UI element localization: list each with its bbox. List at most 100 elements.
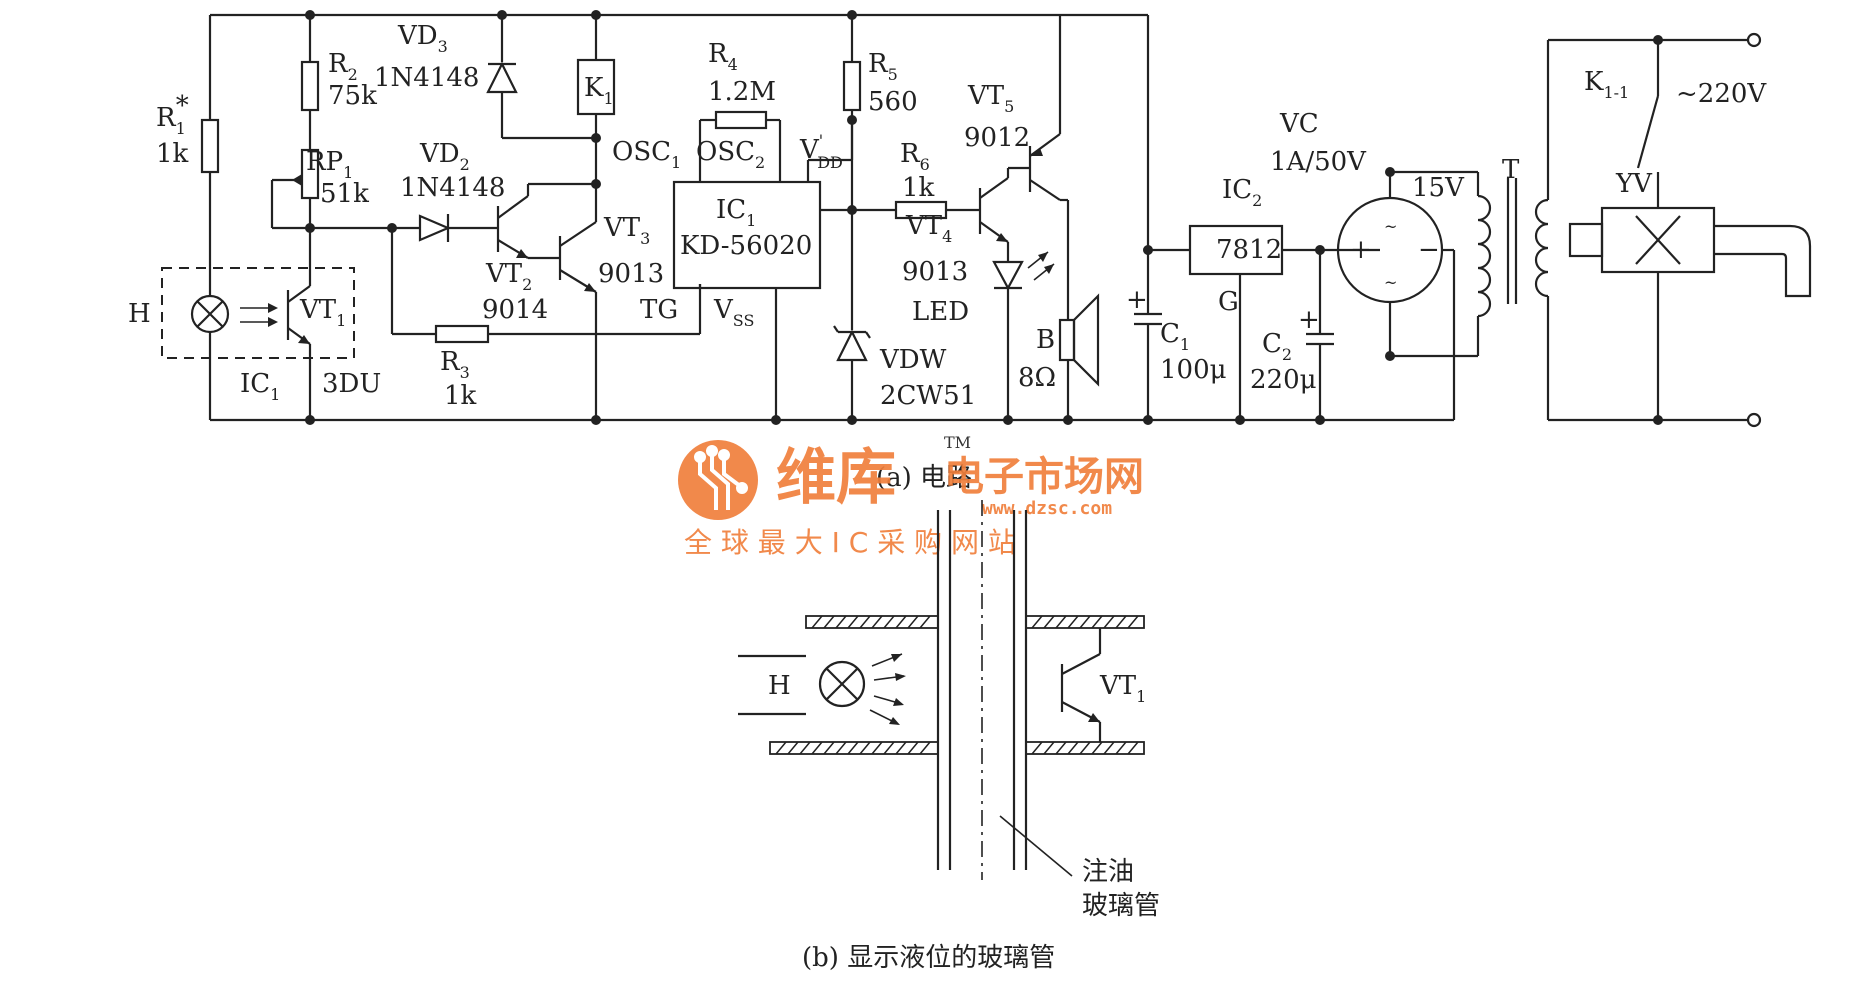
ic1-chip — [672, 110, 896, 420]
svg-text:~: ~ — [1384, 273, 1397, 292]
vt1-label: VT1 — [299, 295, 346, 330]
vd3-name: VD3 — [397, 21, 448, 56]
detail-vt1-label: VT1 — [1099, 671, 1146, 706]
r5-name: R5 — [868, 49, 898, 84]
ic1-type: 3DU — [322, 369, 381, 399]
r6-resistor — [894, 200, 980, 220]
c2-value: 220μ — [1250, 365, 1317, 395]
led-label: LED — [912, 297, 969, 327]
watermark-tm: TM — [944, 433, 971, 452]
watermark-market: 电子市场网 — [944, 454, 1144, 500]
speaker — [1058, 293, 1100, 420]
glass-tube-detail — [738, 500, 1145, 880]
transformer — [1476, 32, 1762, 428]
vd3-diode — [486, 15, 596, 140]
h-label: H — [128, 299, 151, 329]
ic1-chip-value: KD-56020 — [680, 231, 812, 261]
watermark-slogan: 全 球 最 大 I C 采 购 网 站 — [684, 526, 1016, 559]
r4-value: 1.2M — [708, 77, 776, 107]
r6-value: 1k — [902, 173, 935, 203]
vt3-transistor — [558, 138, 598, 420]
ic2-regulator — [1188, 224, 1380, 420]
svg-text:+: + — [1126, 285, 1148, 315]
tube-label-line1: 注油 — [1082, 857, 1134, 887]
ic1-chip-name: IC1 — [716, 195, 756, 230]
yv-label: YV — [1615, 169, 1653, 199]
r2-value: 75k — [328, 81, 377, 111]
tube-label-line2: 玻璃管 — [1082, 891, 1160, 921]
vss-label: VSS — [713, 295, 754, 330]
osc1-label: OSC1 — [612, 137, 681, 172]
c1-name: C1 — [1160, 319, 1190, 354]
vc-value: 1A/50V — [1270, 147, 1367, 177]
r3-name: R3 — [440, 347, 470, 382]
vd3-value: 1N4148 — [374, 63, 479, 93]
secondary-label: 15V — [1412, 173, 1465, 203]
k1-name: K1 — [584, 73, 614, 108]
r4-name: R4 — [708, 39, 738, 74]
r1-name: R1* — [156, 91, 189, 138]
vt5-name: VT5 — [967, 81, 1014, 116]
ic2-pin: G — [1218, 287, 1239, 317]
yv-solenoid-valve — [1568, 198, 1812, 420]
vt2-name: VT2 — [485, 259, 532, 294]
r6-name: R6 — [900, 139, 930, 174]
c1-capacitor: + — [1126, 250, 1162, 420]
vdd-label: V'DD — [799, 131, 843, 172]
vt5-transistor — [1028, 15, 1070, 320]
k1-1-contact — [1636, 40, 1660, 198]
led — [992, 251, 1055, 420]
rp1-value: 51k — [320, 179, 369, 209]
c2-capacitor: + — [1298, 250, 1334, 420]
mains-label: ~220V — [1676, 79, 1767, 109]
vt2-value: 9014 — [482, 295, 548, 325]
watermark-url: www.dzsc.com — [982, 498, 1112, 519]
vc-name: VC — [1279, 109, 1319, 139]
caption-a: (a) 电路 — [876, 463, 972, 493]
caption-b: (b) 显示液位的玻璃管 — [802, 943, 1055, 973]
r1-value: 1k — [156, 139, 189, 169]
osc2-label: OSC2 — [696, 137, 765, 172]
r2-rp1-divider — [270, 15, 392, 420]
bridge-rectifier: + ~ ~ − — [1336, 170, 1478, 422]
svg-text:−: − — [1418, 235, 1440, 265]
r5-vdw-regulator — [833, 15, 871, 420]
r3-value: 1k — [444, 381, 477, 411]
upper-hatch — [805, 615, 1145, 629]
tg-label: TG — [640, 295, 678, 325]
vd2-diode — [392, 214, 498, 242]
svg-text:~: ~ — [1384, 217, 1397, 236]
r5-value: 560 — [868, 87, 918, 117]
supply-rails — [210, 13, 1430, 422]
vt2-transistor — [496, 182, 596, 260]
vd2-value: 1N4148 — [400, 173, 505, 203]
transformer-label: T — [1502, 155, 1520, 185]
vt4-name: VT4 — [905, 211, 952, 246]
rp1-name: RP1 — [306, 147, 353, 182]
vt3-name: VT3 — [603, 213, 650, 248]
speaker-value: 8Ω — [1018, 363, 1056, 393]
watermark-brand: 维库 — [776, 443, 896, 513]
vdw-value: 2CW51 — [880, 381, 976, 411]
vd2-name: VD2 — [419, 139, 470, 174]
c2-name: C2 — [1262, 329, 1292, 364]
c1-value: 100μ — [1160, 355, 1227, 385]
ic2-value: 7812 — [1216, 235, 1282, 265]
detail-h-label: H — [768, 671, 791, 701]
k11-name: K1-1 — [1584, 67, 1629, 102]
lower-hatch — [769, 741, 1145, 755]
speaker-name: B — [1036, 325, 1055, 355]
r3-resistor — [390, 228, 702, 344]
vt3-value: 9013 — [598, 259, 664, 289]
vt4-transistor — [978, 166, 1030, 262]
ic1-label: IC1 — [240, 369, 280, 404]
vdw-name: VDW — [879, 345, 947, 375]
svg-text:+: + — [1298, 305, 1320, 335]
junction-dots — [305, 10, 1663, 425]
r1-resistor — [200, 15, 220, 296]
ic1-photo-interrupter — [161, 267, 355, 420]
svg-text:+: + — [1350, 235, 1372, 265]
r2-name: R2 — [328, 49, 358, 84]
ic2-name: IC2 — [1222, 175, 1262, 210]
